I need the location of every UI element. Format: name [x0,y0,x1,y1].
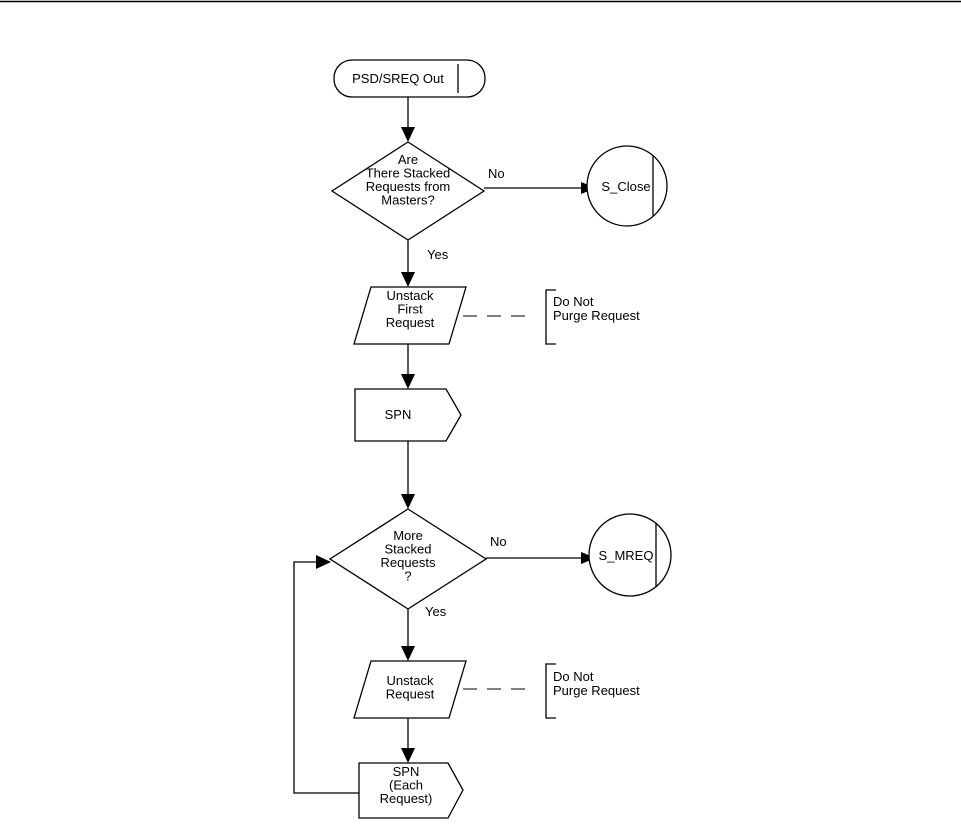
label-line: Requests [381,555,436,570]
label-line: Request [386,687,435,702]
arrowhead [316,555,331,569]
label-line: Do Not [553,294,594,309]
label-line: There Stacked [366,166,451,181]
start-label: PSD/SREQ Out [352,71,444,86]
connector-s-close: S_Close [586,145,668,227]
arrowhead [401,646,415,661]
output-spn: SPN [354,388,462,442]
label-line: Request) [380,791,433,806]
label-line: Unstack [387,288,434,303]
spn1-label: SPN [385,407,412,422]
label-line: First [397,302,423,317]
edge-loop-back [293,561,359,794]
label-line: Are [398,152,418,167]
connector1-label: S_Close [601,179,650,194]
label-line: Purge Request [553,308,640,323]
label-line: SPN [385,407,412,422]
arrowhead [401,272,415,287]
start-terminator: PSD/SREQ Out [333,59,486,98]
label-line: (Each [389,778,423,793]
label-line: More [393,528,423,543]
label-line: SPN [393,764,420,779]
connector2-label: S_MREQ [599,548,654,563]
no-label: No [490,534,507,549]
connector-s-mreq: S_MREQ [588,513,672,597]
label-line: S_MREQ [599,548,654,563]
label-line: Requests from [366,179,451,194]
arrowhead [401,748,415,763]
arrowhead [401,127,415,142]
label-line: PSD/SREQ Out [352,71,444,86]
label-line: Unstack [387,673,434,688]
arrowhead [401,374,415,389]
label-line: ? [404,569,411,584]
arrowhead [401,494,415,509]
no-label: No [488,166,505,181]
label-line: Purge Request [553,683,640,698]
label-line: Request [386,315,435,330]
yes-label: Yes [425,604,447,619]
yes-label: Yes [427,247,449,262]
label-line: Stacked [385,542,432,557]
label-line: Masters? [381,193,434,208]
label-line: S_Close [601,179,650,194]
label-line: Do Not [553,669,594,684]
